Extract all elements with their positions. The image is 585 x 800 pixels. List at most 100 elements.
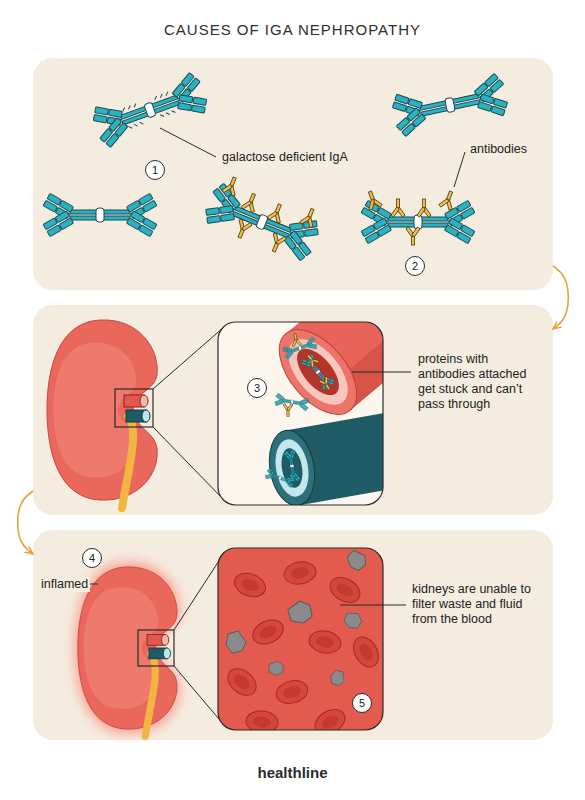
galactose-deficient-iga — [154, 96, 158, 100]
galactose-deficient-iga — [128, 125, 132, 129]
vessel-zoom — [277, 329, 359, 416]
vessel-zoom — [279, 447, 306, 490]
blood-zoom — [311, 704, 350, 730]
galactose-deficient-iga — [159, 94, 163, 98]
blood-zoom — [267, 659, 285, 677]
kidney-figure — [47, 320, 157, 508]
kidney-figure — [54, 342, 137, 477]
inflamed-kidney — [145, 635, 170, 737]
stuck-complexes — [274, 393, 310, 412]
kidney-figure — [153, 427, 224, 500]
leader-line — [352, 372, 411, 373]
stage-panel: 4 5 inflamed kidneys are unable to filter w… — [33, 530, 553, 740]
vessel-zoom — [285, 403, 383, 505]
vessel-zoom — [330, 322, 383, 410]
galactose-deficient-iga — [89, 70, 211, 149]
iga-antibody-complex — [363, 189, 382, 211]
blood-zoom — [348, 633, 383, 672]
callout-number: 5 — [359, 697, 365, 709]
stage-panel: 3 proteins with antibodies attached get s… — [33, 305, 553, 515]
brand-watermark: healthline — [0, 764, 585, 781]
iga-antibody-complex — [267, 202, 287, 224]
kidney-figure — [115, 389, 153, 427]
blood-zoom — [223, 663, 262, 700]
galactose-deficient-iga — [160, 114, 164, 118]
stuck-complexes — [304, 352, 320, 368]
annotation-label: galactose deficient IgA — [222, 150, 348, 165]
galactose-deficient-iga — [134, 123, 138, 127]
annotation-label: proteins with antibodies attached get st… — [418, 352, 543, 412]
galactose-deficient-iga — [165, 92, 169, 96]
blood-zoom — [218, 548, 383, 730]
galactose-deficient-iga — [140, 121, 144, 125]
stage-panel: 1 2 galactose deficient IgA antibodies — [33, 58, 553, 290]
iga-antibody-complex — [201, 181, 323, 264]
callout-number: 3 — [254, 382, 260, 394]
inflamed-kidney — [174, 553, 224, 630]
galactose-deficient-iga — [172, 110, 176, 114]
callout-number: 3 — [247, 378, 267, 398]
leader-line — [340, 605, 406, 606]
vessel-zoom — [264, 403, 383, 505]
callout-number: 1 — [152, 164, 158, 176]
blood-zoom — [274, 677, 311, 707]
blood-zoom — [326, 572, 365, 607]
annotation-label: antibodies — [470, 142, 527, 157]
galactose-deficient-iga — [133, 103, 137, 107]
blood-zoom — [328, 668, 348, 688]
annotation-label: kidneys are unable to filter waste and f… — [412, 582, 540, 627]
callout-number: 1 — [145, 160, 165, 180]
blood-zoom — [231, 569, 269, 601]
blood-zoom — [218, 548, 383, 730]
leader-line — [454, 152, 465, 187]
inflamed-kidney — [75, 553, 224, 736]
galactose-deficient-iga — [122, 92, 176, 129]
iga-antibody-complex — [391, 199, 405, 217]
vessel-zoom — [218, 322, 383, 505]
blood-zoom — [218, 547, 406, 740]
leader-line — [89, 584, 98, 585]
callout-number: 4 — [82, 548, 102, 568]
iga-antibody-complex — [361, 189, 475, 245]
vessel-zoom — [286, 322, 383, 410]
blood-zoom — [226, 631, 246, 653]
iga-antibody-complex — [221, 175, 241, 197]
vessel-zoom — [218, 231, 473, 509]
stuck-complexes — [290, 333, 302, 347]
vessel-zoom — [218, 322, 383, 505]
galactose-deficient-iga — [166, 112, 170, 116]
galactose-deficient-iga — [122, 108, 126, 112]
galactose-deficient-iga — [89, 70, 211, 149]
callout-number: 2 — [412, 260, 418, 272]
blood-zoom — [245, 710, 279, 730]
vessel-zoom — [264, 322, 371, 428]
blood-zoom — [288, 601, 312, 623]
annotation-label: inflamed — [39, 577, 90, 592]
blood-zoom — [344, 548, 369, 573]
inflamed-kidney — [75, 562, 180, 734]
callout-number: 4 — [89, 552, 95, 564]
stuck-complexes — [283, 404, 293, 417]
blood-zoom — [249, 615, 287, 648]
iga-antibody-complex — [241, 191, 261, 213]
kidney-figure — [153, 327, 224, 389]
flow-arrow — [553, 266, 568, 329]
stuck-complexes — [282, 336, 318, 360]
stuck-complexes — [274, 333, 336, 416]
leader-line — [160, 128, 465, 187]
iga-antibody-complex — [267, 232, 287, 254]
inflamed-kidney — [78, 567, 177, 729]
vessel-zoom — [283, 449, 300, 482]
inflamed-kidney — [75, 562, 180, 736]
stuck-complexes — [300, 352, 336, 391]
blood-zoom — [282, 559, 317, 586]
iga-antibody-complex — [417, 199, 431, 217]
iga-molecule — [390, 72, 510, 138]
inflamed-kidney — [138, 630, 174, 666]
leader-line — [160, 128, 216, 157]
iga-molecules — [43, 70, 510, 264]
vessel-zoom — [264, 468, 296, 489]
diagram-title: CAUSES OF IGA NEPHROPATHY — [0, 21, 585, 38]
